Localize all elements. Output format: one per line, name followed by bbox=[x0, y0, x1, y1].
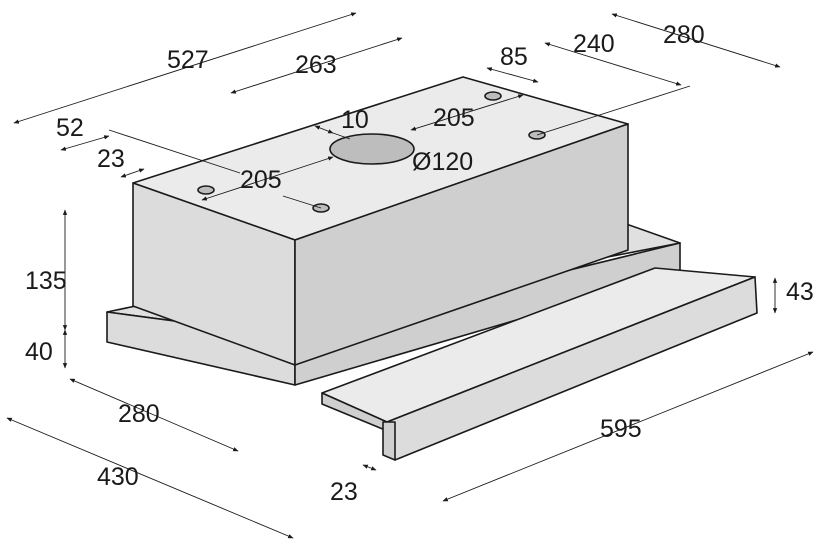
label-10: 10 bbox=[341, 106, 369, 134]
label-135: 135 bbox=[25, 267, 67, 295]
label-43: 43 bbox=[786, 278, 814, 306]
label-52: 52 bbox=[56, 114, 84, 142]
dim-line-205-back bbox=[536, 85, 691, 136]
dim-line-263 bbox=[230, 37, 403, 94]
dim-line-52-lead bbox=[108, 129, 241, 174]
label-205-top: 205 bbox=[433, 104, 475, 132]
label-263: 263 bbox=[295, 51, 337, 79]
drawer-front-lip bbox=[382, 421, 396, 461]
label-240: 240 bbox=[573, 30, 615, 58]
dim-line-23-top bbox=[120, 168, 145, 178]
label-120-diameter: Ø120 bbox=[412, 148, 473, 176]
exhaust-opening bbox=[329, 133, 415, 165]
dim-line-205-top bbox=[410, 94, 524, 131]
dim-line-23-bottom bbox=[362, 464, 377, 471]
dim-line-85 bbox=[486, 67, 539, 83]
mounting-hole-front-left bbox=[197, 185, 215, 195]
label-40: 40 bbox=[25, 338, 53, 366]
label-280-bottom: 280 bbox=[118, 400, 160, 428]
label-23-bottom: 23 bbox=[330, 478, 358, 506]
label-430: 430 bbox=[97, 463, 139, 491]
dim-line-280-top bbox=[611, 13, 781, 68]
label-205-left: 205 bbox=[240, 166, 282, 194]
dim-line-10 bbox=[314, 125, 334, 134]
label-595: 595 bbox=[600, 415, 642, 443]
mounting-hole-back-left bbox=[484, 91, 502, 101]
dim-line-527 bbox=[13, 12, 357, 124]
label-527: 527 bbox=[167, 46, 209, 74]
dim-line-205-left-lead bbox=[282, 195, 322, 209]
hood-body-side bbox=[294, 123, 629, 366]
dim-line-595 bbox=[442, 351, 814, 502]
label-280-top: 280 bbox=[663, 21, 705, 49]
dim-line-430 bbox=[6, 417, 294, 539]
label-23-top: 23 bbox=[97, 145, 125, 173]
dim-line-10-lead bbox=[332, 132, 351, 140]
dim-line-205-left bbox=[201, 156, 334, 201]
label-85: 85 bbox=[500, 43, 528, 71]
dim-line-52 bbox=[60, 135, 110, 151]
